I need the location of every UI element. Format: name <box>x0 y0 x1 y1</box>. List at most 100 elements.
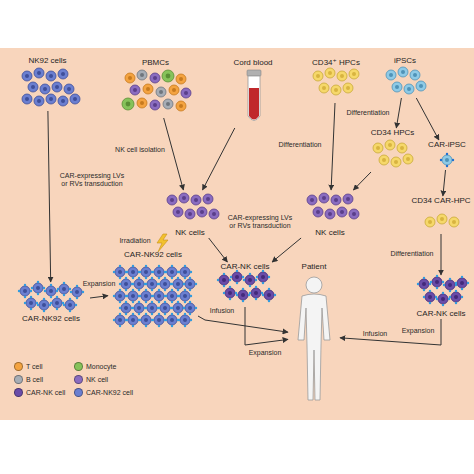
cell-icon <box>306 277 322 293</box>
cell-group: CD34⁺ HPCs <box>305 58 367 103</box>
hpc-cluster <box>313 68 359 95</box>
step-label: CAR-expressing LVs or RVs transduction <box>224 214 296 230</box>
cell-icon <box>130 85 140 95</box>
cell-icon <box>343 83 353 93</box>
cell-icon <box>126 265 140 279</box>
patient-figure <box>298 277 330 400</box>
cell-icon <box>391 157 401 167</box>
cell-icon <box>325 68 335 78</box>
cell-icon <box>126 289 140 303</box>
hpc-cluster <box>373 140 413 167</box>
cell-icon <box>145 277 159 291</box>
cell-icon <box>449 217 459 227</box>
flow-arrow <box>331 103 335 190</box>
cell-icon <box>443 278 457 292</box>
cell-icon <box>143 84 153 94</box>
cell-icon <box>125 73 135 83</box>
node-label: CD34⁺ HPCs <box>312 58 360 68</box>
cell-icon <box>325 209 335 219</box>
cell-icon <box>349 69 359 79</box>
flow-arrow <box>245 307 288 345</box>
cell-icon <box>455 276 469 290</box>
background-panel <box>0 48 474 420</box>
cell-icon <box>137 98 147 108</box>
cell-icon <box>152 265 166 279</box>
cell-icon <box>139 265 153 279</box>
step-label: Differentiation <box>340 109 396 117</box>
node-label: NK cells <box>175 228 204 238</box>
cell-group: CD34 HPCs <box>365 128 420 172</box>
legend-label: Monocyte <box>86 363 116 371</box>
cell-icon <box>249 286 263 300</box>
legend-item: NK cell <box>74 375 108 384</box>
flow-arrow <box>272 238 301 262</box>
cell-group: NK cells <box>300 190 360 238</box>
step-label: Differentiation <box>383 250 441 258</box>
cell-icon <box>236 288 250 302</box>
node-label: CAR-NK cells <box>221 262 270 272</box>
flow-arrow <box>353 172 371 190</box>
cell-icon <box>337 207 347 217</box>
step-label: Irradiation <box>110 237 160 245</box>
node-label: CAR-NK92 cells <box>124 250 182 260</box>
cell-icon <box>437 214 447 224</box>
cell-icon <box>223 286 237 300</box>
cell-icon <box>113 265 127 279</box>
flow-arrow <box>441 234 442 275</box>
node-label: CAR-NK cells <box>417 309 466 319</box>
step-label: Expansion <box>79 280 119 288</box>
cell-icon <box>403 154 413 164</box>
nk92-cluster <box>22 68 80 106</box>
nk-cluster <box>167 193 219 219</box>
cell-icon <box>46 94 56 104</box>
cell-icon <box>248 76 260 121</box>
cell-icon <box>386 70 396 80</box>
car-nk92-cluster <box>18 281 84 312</box>
cell-icon <box>337 71 347 81</box>
cell-icon <box>416 81 426 91</box>
cell-icon <box>113 313 127 327</box>
cell-icon <box>430 275 444 289</box>
cell-icon <box>145 301 159 315</box>
cell-icon <box>167 195 177 205</box>
node-label: PBMCs <box>142 58 169 68</box>
cell-icon <box>158 277 172 291</box>
cell-icon <box>449 290 463 304</box>
blood-tube <box>247 70 261 121</box>
cell-group: CAR-NK92 cells <box>108 250 198 330</box>
step-label: Expansion <box>398 327 438 335</box>
cell-icon <box>50 296 64 310</box>
cell-icon <box>37 298 51 312</box>
cell-icon <box>31 281 45 295</box>
cell-icon <box>298 294 330 400</box>
cell-icon <box>313 207 323 217</box>
car-nk92-cluster <box>113 265 197 327</box>
cell-group: NK92 cells <box>15 56 80 111</box>
cell-icon <box>163 99 173 109</box>
cell-group: CAR-NK cells <box>410 275 472 319</box>
cell-icon <box>113 289 127 303</box>
cell-icon <box>22 71 32 81</box>
cell-icon <box>126 313 140 327</box>
cell-icon <box>70 285 84 299</box>
cell-icon <box>165 289 179 303</box>
cell-icon <box>28 82 38 92</box>
nk-cluster <box>307 193 359 219</box>
ipsc-cluster <box>386 67 426 94</box>
cell-group: Cord blood <box>222 58 284 128</box>
legend-item: CAR-NK92 cell <box>74 388 133 397</box>
cell-icon <box>404 84 414 94</box>
legend-item: Monocyte <box>74 362 116 371</box>
cell-icon <box>262 288 276 302</box>
cell-group: CD34 CAR-HPC <box>410 196 472 234</box>
car-ipsc-cell <box>440 153 454 167</box>
cell-icon <box>425 217 435 227</box>
car-nk-cluster <box>417 275 469 306</box>
node-label: CAR-iPSC <box>428 140 466 150</box>
flow-arrow <box>416 98 439 140</box>
cell-icon <box>64 84 74 94</box>
cell-icon <box>132 277 146 291</box>
cell-icon <box>331 195 341 205</box>
